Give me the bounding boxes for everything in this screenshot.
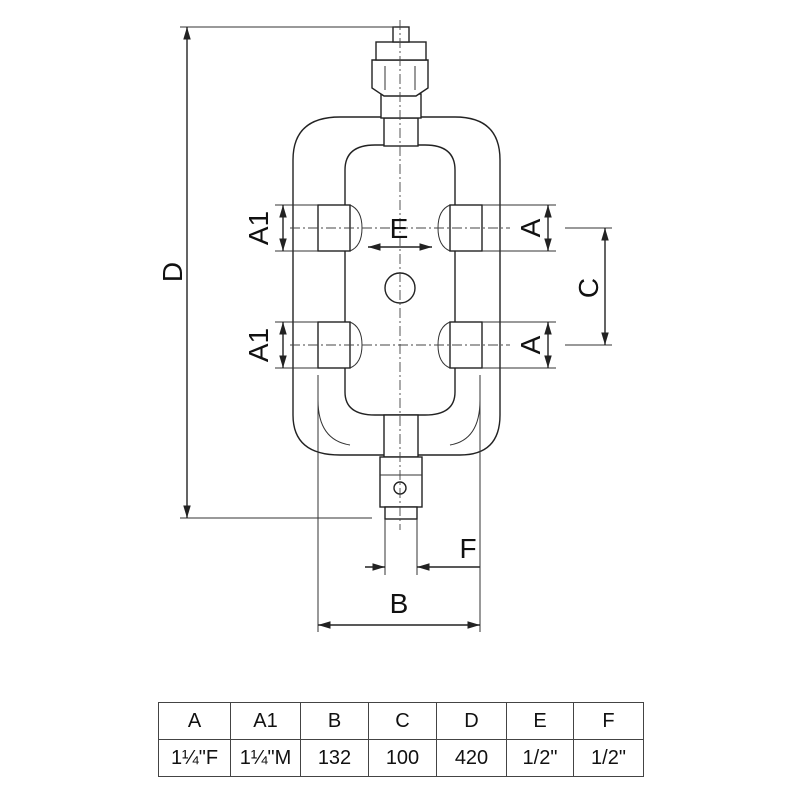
bottom-neck [383, 414, 419, 458]
header-cell: E [506, 702, 574, 740]
dim-label-a-upper: A [515, 218, 546, 237]
header-cell: D [436, 702, 507, 740]
header-cell: F [573, 702, 644, 740]
header-cell: C [368, 702, 437, 740]
value-cell: 1¼"M [230, 739, 301, 777]
table-header-row: A A1 B C D E F [158, 702, 644, 740]
value-cell: 1/2" [573, 739, 644, 777]
table-row: 1¼"F 1¼"M 132 100 420 1/2" 1/2" [158, 739, 644, 777]
value-cell: 100 [368, 739, 437, 777]
value-cell: 420 [436, 739, 507, 777]
dim-label-a-lower: A [515, 335, 546, 354]
top-neck [383, 117, 419, 147]
dim-label-a1-lower: A1 [243, 328, 274, 362]
air-vent-fitting [380, 93, 422, 119]
dim-label-c: C [573, 278, 604, 298]
header-cell: A [158, 702, 231, 740]
value-cell: 132 [300, 739, 369, 777]
header-cell: A1 [230, 702, 301, 740]
value-cell: 1¼"F [158, 739, 231, 777]
dim-label-b: B [390, 588, 409, 619]
dim-label-d: D [157, 262, 188, 282]
header-cell: B [300, 702, 369, 740]
dim-label-a1-upper: A1 [243, 211, 274, 245]
dim-label-f: F [459, 533, 476, 564]
dim-label-e: E [390, 213, 409, 244]
dimensions-table: A A1 B C D E F 1¼"F 1¼"M 132 100 420 1/2… [158, 702, 644, 777]
value-cell: 1/2" [506, 739, 574, 777]
separator-technical-drawing: D A1 A1 A A C E F B [157, 20, 612, 632]
